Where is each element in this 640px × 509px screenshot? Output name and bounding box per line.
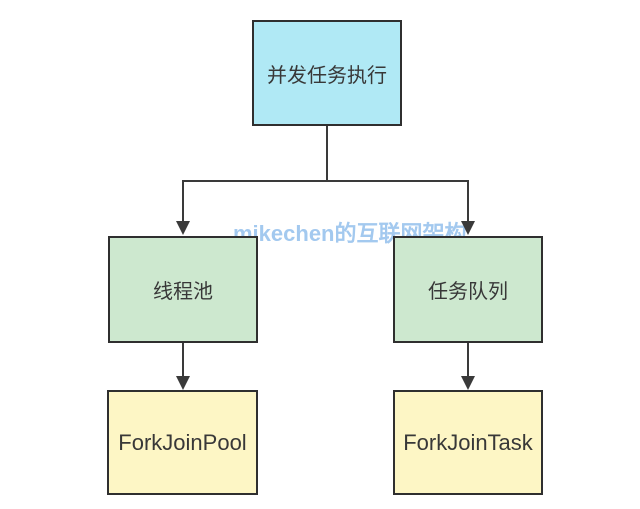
node-forkjointask: ForkJoinTask — [393, 390, 543, 495]
node-label: 线程池 — [153, 281, 213, 303]
connector-left-vertical — [182, 180, 184, 222]
connector-split-horizontal — [182, 180, 469, 182]
node-thread-pool: 线程池 — [108, 236, 258, 343]
connector-threadpool-to-forkjoinpool — [182, 343, 184, 378]
arrowhead-to-thread-pool — [176, 221, 190, 235]
node-concurrent-task-execution: 并发任务执行 — [252, 20, 402, 126]
node-label: ForkJoinTask — [403, 429, 533, 455]
connector-root-vertical — [326, 126, 328, 181]
node-task-queue: 任务队列 — [393, 236, 543, 343]
node-label: 任务队列 — [428, 281, 508, 303]
arrowhead-to-forkjoinpool — [176, 376, 190, 390]
connector-right-vertical — [467, 180, 469, 222]
node-forkjoinpool: ForkJoinPool — [107, 390, 258, 495]
node-label: 并发任务执行 — [267, 64, 387, 87]
node-label: ForkJoinPool — [118, 429, 247, 455]
arrowhead-to-task-queue — [461, 221, 475, 235]
connector-taskqueue-to-forkjointask — [467, 343, 469, 378]
arrowhead-to-forkjointask — [461, 376, 475, 390]
